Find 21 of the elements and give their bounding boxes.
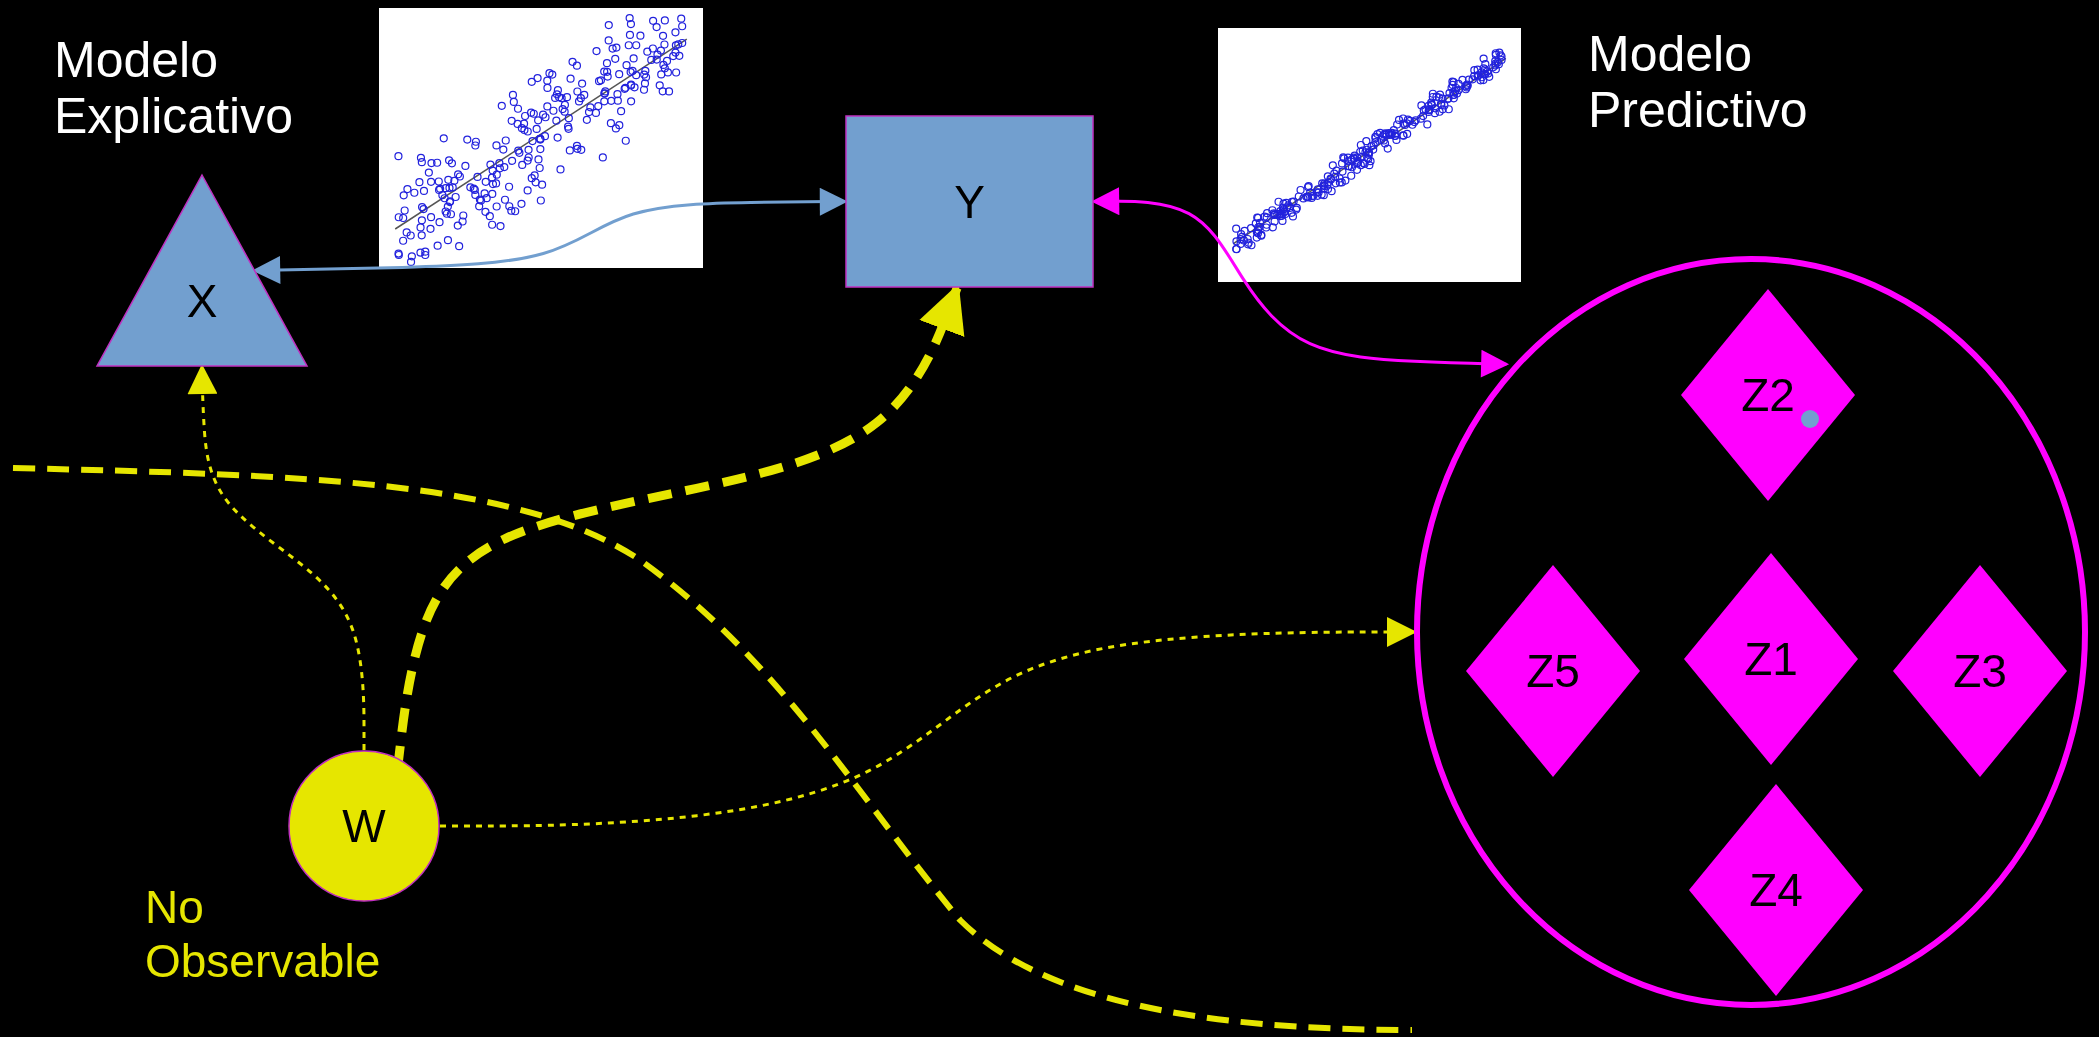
- circle-node: [288, 750, 440, 902]
- process-box: [845, 115, 1094, 288]
- diamond-node: [1893, 565, 2067, 777]
- diamond-node: [1681, 289, 1855, 501]
- node-label: X: [186, 274, 218, 329]
- node-label: Z2: [1741, 368, 1795, 422]
- diamond-node: [1684, 553, 1858, 765]
- arrow: [440, 617, 1417, 828]
- group-ellipse: [1414, 256, 2088, 1008]
- node-label: Z1: [1744, 632, 1798, 686]
- title-label: Modelo Explicativo: [54, 32, 294, 144]
- triangle-node: [96, 174, 308, 367]
- diamond-node: [1689, 784, 1863, 996]
- node-label: Z5: [1526, 644, 1580, 698]
- node-label: Z3: [1953, 644, 2007, 698]
- node-label: Z4: [1749, 863, 1803, 917]
- node-label: Y: [954, 174, 985, 229]
- title-label: Modelo Predictivo: [1588, 26, 1809, 138]
- node-caption: No Observable: [145, 880, 382, 988]
- node-label: W: [342, 799, 386, 853]
- diamond-node: [1466, 565, 1640, 777]
